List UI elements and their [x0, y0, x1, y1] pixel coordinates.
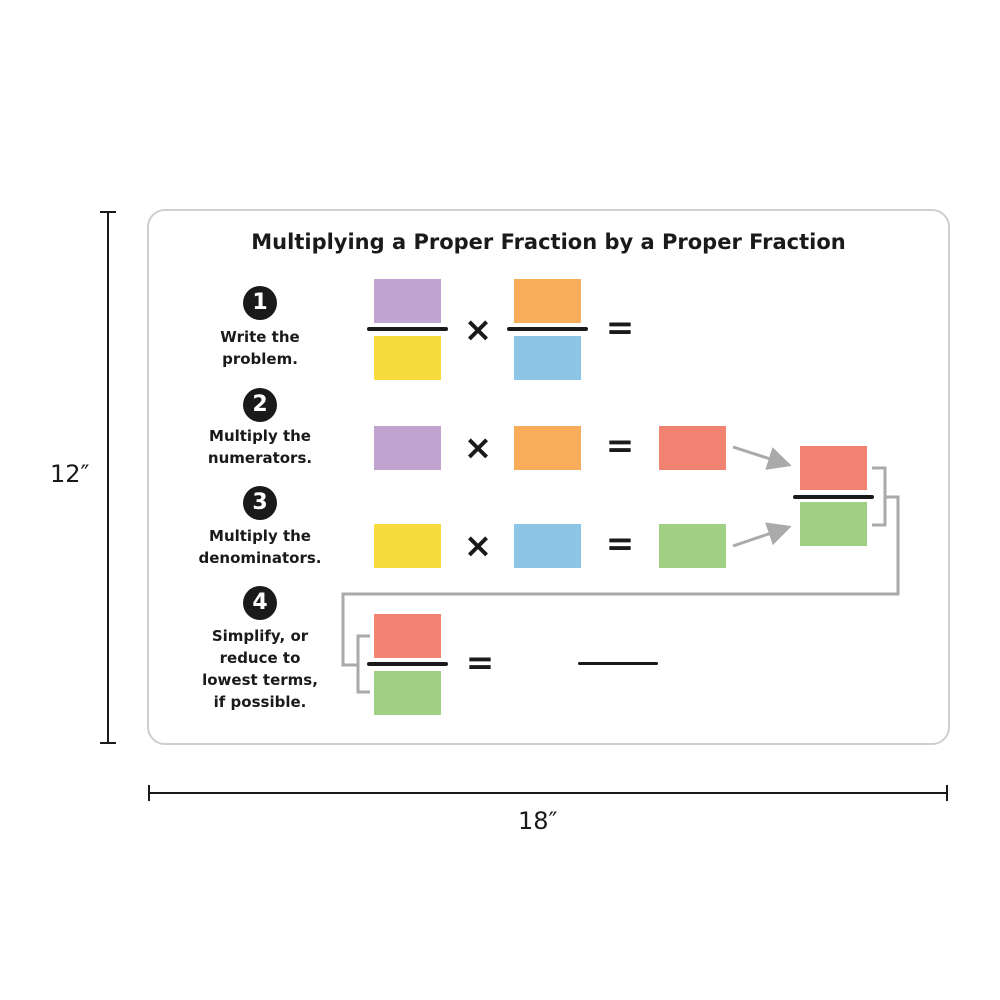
- step-3-label: Multiply the denominators.: [180, 525, 340, 569]
- purple-numerator-box: [374, 279, 441, 323]
- label-line: lowest terms,: [202, 671, 318, 689]
- simplify-denominator-box: [374, 671, 441, 715]
- equals-sign: =: [605, 426, 635, 466]
- orange-box: [514, 426, 581, 470]
- width-label: 18″: [518, 807, 558, 835]
- label-line: denominators.: [198, 549, 322, 567]
- equals-sign: =: [605, 308, 635, 348]
- answer-blank-line: [578, 662, 658, 665]
- connector-path: [341, 495, 900, 667]
- blue-denominator-box: [514, 336, 581, 380]
- step-3-number: 3: [243, 486, 277, 520]
- bracket-left: [356, 634, 370, 694]
- label-line: Write the: [220, 328, 300, 346]
- step-1-label: Write the problem.: [180, 326, 340, 370]
- label-line: reduce to: [219, 649, 301, 667]
- step-4-number: 4: [243, 586, 277, 620]
- fraction-bar: [507, 327, 588, 331]
- yellow-box: [374, 524, 441, 568]
- fraction-bar: [793, 495, 874, 499]
- fraction-bar: [367, 662, 448, 666]
- whiteboard: [147, 209, 950, 745]
- equals-sign: =: [605, 524, 635, 564]
- red-product-box: [659, 426, 726, 470]
- arrow-denominator: [732, 522, 792, 548]
- height-label: 12″: [50, 460, 90, 488]
- times-sign: ×: [463, 428, 493, 468]
- simplify-numerator-box: [374, 614, 441, 658]
- times-sign: ×: [463, 526, 493, 566]
- equals-sign: =: [465, 643, 495, 683]
- fraction-bar: [367, 327, 448, 331]
- green-product-box: [659, 524, 726, 568]
- label-line: Multiply the: [209, 427, 311, 445]
- label-line: problem.: [222, 350, 298, 368]
- label-line: if possible.: [213, 693, 307, 711]
- arrow-numerator: [732, 445, 792, 470]
- board-title: Multiplying a Proper Fraction by a Prope…: [251, 230, 846, 254]
- result-denominator-box: [800, 502, 867, 546]
- label-line: Multiply the: [209, 527, 311, 545]
- times-sign: ×: [463, 310, 493, 350]
- label-line: numerators.: [207, 449, 313, 467]
- step-2-number: 2: [243, 388, 277, 422]
- step-2-label: Multiply the numerators.: [180, 425, 340, 469]
- orange-numerator-box: [514, 279, 581, 323]
- step-4-label: Simplify, or reduce to lowest terms, if pos…: [180, 625, 340, 713]
- purple-box: [374, 426, 441, 470]
- label-line: Simplify, or: [211, 627, 309, 645]
- step-1-number: 1: [243, 286, 277, 320]
- result-numerator-box: [800, 446, 867, 490]
- yellow-denominator-box: [374, 336, 441, 380]
- blue-box: [514, 524, 581, 568]
